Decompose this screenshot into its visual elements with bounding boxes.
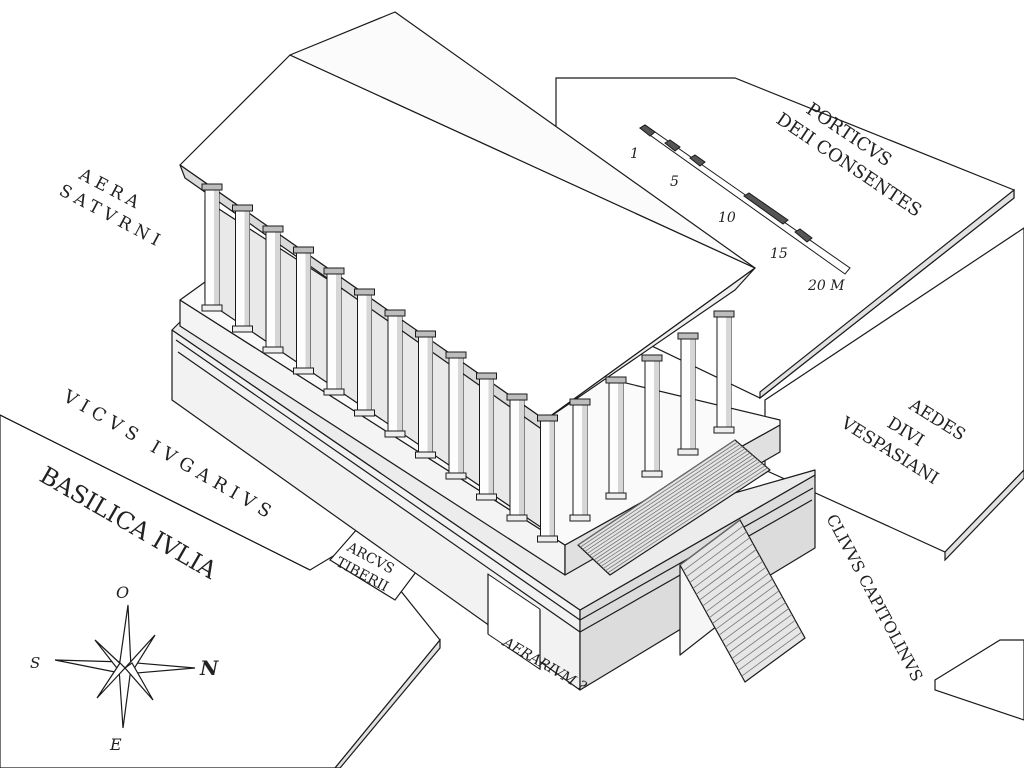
- stair-tread: [683, 525, 744, 572]
- aerarium-plaque: [487, 573, 541, 670]
- column-front: [605, 376, 627, 500]
- column-front: [569, 398, 591, 522]
- column-side: [232, 204, 253, 333]
- stair-tread: [718, 590, 780, 636]
- stair-tread: [689, 537, 750, 583]
- stair-tread: [607, 467, 768, 574]
- scale-seg-1: [639, 124, 656, 137]
- column-side: [323, 267, 345, 396]
- column-side: [445, 351, 467, 480]
- stair-tread: [602, 463, 763, 569]
- stair-tread: [598, 458, 758, 565]
- stair-tread: [731, 614, 793, 659]
- scale-tick-10: 10: [718, 210, 736, 226]
- stair-tread: [586, 448, 746, 554]
- column-side: [354, 288, 375, 417]
- compass-label-e: E: [109, 735, 122, 754]
- column-front: [641, 354, 663, 478]
- scale-seg-4: [743, 192, 789, 225]
- stair-tread: [712, 578, 773, 624]
- scale-tick-20m: 20 M: [807, 278, 845, 294]
- stair-tread: [705, 566, 767, 613]
- column-side: [293, 246, 314, 375]
- stair-tread: [735, 619, 796, 665]
- stair-tread: [596, 456, 756, 563]
- scale-tick-15: 15: [770, 246, 788, 262]
- stair-tread: [591, 452, 751, 559]
- stair-tread: [741, 631, 802, 677]
- column-side: [415, 330, 436, 459]
- column-front: [713, 310, 735, 434]
- road-line-1: [0, 414, 311, 571]
- stair-tread: [679, 519, 741, 566]
- stair-tread: [600, 461, 761, 567]
- stair-tread: [738, 625, 799, 671]
- stair-tread: [715, 584, 776, 630]
- scale-tick-1: 1: [630, 146, 639, 162]
- column-side: [476, 372, 497, 501]
- basilica-plate-edge: [334, 638, 441, 768]
- compass-needle-diag-4: [124, 662, 154, 701]
- stair-tread: [605, 465, 766, 572]
- roof-ridge-top: [289, 11, 756, 269]
- compass-label-o: O: [116, 583, 129, 602]
- stair-tread: [696, 549, 757, 595]
- scale-seg-3: [689, 154, 706, 167]
- vespasian-plate-edge: [944, 469, 1024, 562]
- stair-tread: [577, 439, 736, 546]
- column-side: [506, 393, 528, 522]
- stair-tread: [580, 441, 738, 548]
- roof-front-pediment: [544, 267, 756, 421]
- stair-tread: [584, 446, 743, 552]
- stair-tread: [709, 572, 770, 618]
- stair-tread: [702, 560, 763, 607]
- stair-tread: [725, 602, 786, 648]
- stair-tread: [593, 454, 753, 561]
- stair-tread: [722, 596, 783, 642]
- compass-needle-diag-3: [96, 662, 126, 699]
- corner-plate: [934, 639, 1024, 721]
- scale-bar: [639, 124, 851, 275]
- column-side: [201, 183, 223, 312]
- porticus-plate-edge: [759, 188, 1015, 400]
- stair-tread: [582, 443, 741, 550]
- compass-label-s: S: [30, 654, 40, 672]
- stair-tread: [728, 608, 789, 654]
- scale-seg-2: [664, 139, 681, 152]
- compass-rose: [54, 604, 196, 729]
- stair-tread: [686, 531, 747, 578]
- column-side: [384, 309, 406, 438]
- stair-tread: [589, 450, 748, 557]
- stair-treads: [577, 439, 802, 677]
- scale-labels: 1 5 10 15 20 M: [630, 146, 845, 294]
- stair-tread: [699, 555, 760, 601]
- compass-label-n: N: [199, 656, 219, 680]
- column-front: [677, 332, 699, 456]
- columns: [201, 183, 735, 543]
- column-side: [262, 225, 284, 354]
- stair-tread: [692, 543, 754, 589]
- column-side: [537, 414, 558, 543]
- scale-tick-5: 5: [670, 174, 679, 190]
- scale-seg-5: [794, 228, 813, 243]
